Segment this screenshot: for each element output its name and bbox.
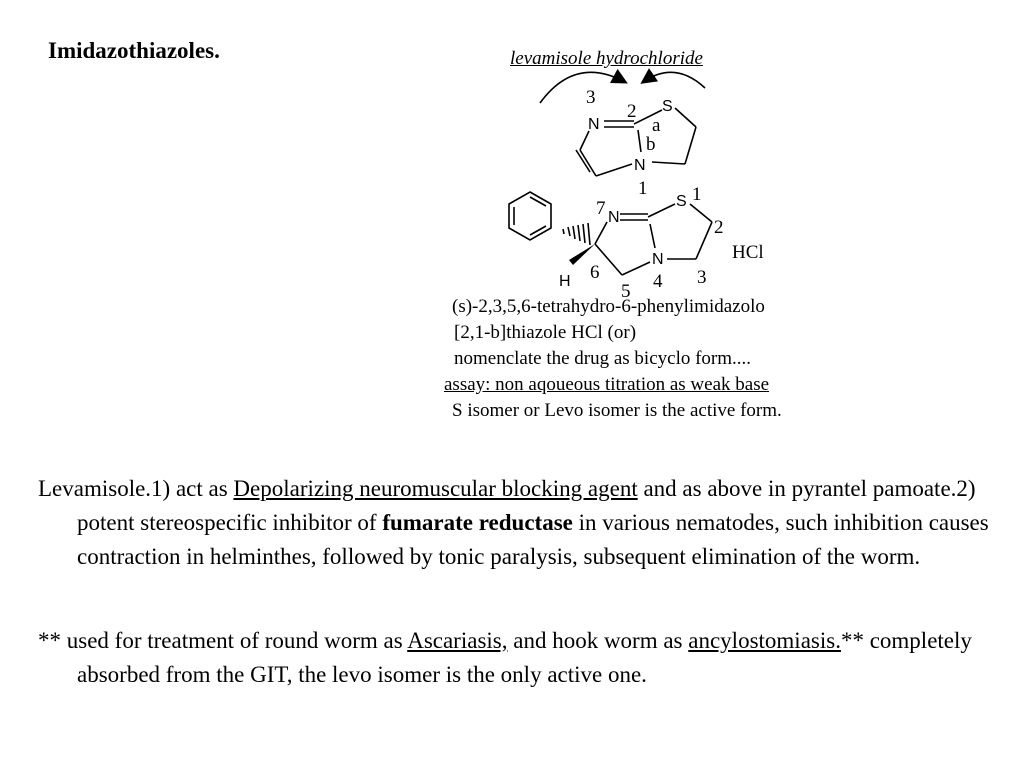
top-label-3: 3 <box>586 87 596 108</box>
bottom-label-1: 1 <box>692 184 702 205</box>
top-atom-n-upper: N <box>588 116 600 133</box>
note-active-isomer: S isomer or Levo isomer is the active fo… <box>452 400 782 421</box>
bottom-label-4: 4 <box>653 271 663 292</box>
top-atom-n-lower: N <box>634 157 646 174</box>
para1-text-2: and as above in pyrantel pamoate.2) pote… <box>77 476 976 535</box>
top-label-2: 2 <box>627 101 637 122</box>
depolarizing-agent-link[interactable]: Depolarizing neuromuscular blocking agen… <box>233 476 638 501</box>
bottom-label-2: 2 <box>714 217 724 238</box>
levamisole-structure-diagram: N S N 3 2 a b 1 N S N H 7 1 2 3 4 5 6 <box>508 68 764 302</box>
phenyl-ring <box>508 191 552 241</box>
para2-text-1: ** used for treatment of round worm as <box>38 628 408 653</box>
ancylostomiasis-link[interactable]: ancylostomiasis. <box>688 628 841 653</box>
para2-text-2: and hook worm as <box>507 628 689 653</box>
paragraph-uses: ** used for treatment of round worm as A… <box>38 624 1021 692</box>
bottom-label-3: 3 <box>697 267 707 288</box>
bottom-label-7: 7 <box>596 198 606 219</box>
top-label-a: a <box>652 115 661 136</box>
top-atom-s: S <box>662 98 673 115</box>
bottom-label-6: 6 <box>590 262 600 283</box>
fumarate-reductase-term: fumarate reductase <box>382 510 573 535</box>
para1-text-1: Levamisole.1) act as <box>38 476 234 501</box>
right-curved-arrow <box>640 68 706 89</box>
bottom-label-5: 5 <box>621 281 631 302</box>
note-assay: assay: non aqoueous titration as weak ba… <box>444 374 770 395</box>
top-label-b: b <box>646 134 656 155</box>
hcl-salt-label: HCl <box>732 242 764 263</box>
paragraph-mechanism: Levamisole.1) act as Depolarizing neurom… <box>38 472 1021 574</box>
note-iupac-line1: (s)-2,3,5,6-tetrahydro-6-phenylimidazolo <box>452 296 765 317</box>
ascariasis-link[interactable]: Ascariasis, <box>407 628 508 653</box>
para2-text-3: ** completely absorbed from the GIT, the… <box>77 628 972 687</box>
top-ring-bonds <box>575 107 697 177</box>
section-heading: Imidazothiazoles. <box>48 38 220 63</box>
bottom-atom-h: H <box>559 273 571 290</box>
note-bicyclo: nomenclate the drug as bicyclo form.... <box>454 348 752 369</box>
bottom-atom-s: S <box>676 193 687 210</box>
bottom-ring-bonds <box>594 203 713 276</box>
bottom-atom-n-left: N <box>608 209 620 226</box>
hashed-wedge <box>562 222 591 246</box>
bottom-atom-n-bottom: N <box>652 251 664 268</box>
left-curved-arrow <box>539 68 628 104</box>
compound-title: levamisole hydrochloride <box>510 48 703 69</box>
note-iupac-line2: [2,1-b]thiazole HCl (or) <box>454 322 637 343</box>
para1-text-3: in various nematodes, such inhibition ca… <box>77 510 989 569</box>
solid-wedge <box>569 244 595 265</box>
top-label-1: 1 <box>638 178 648 199</box>
